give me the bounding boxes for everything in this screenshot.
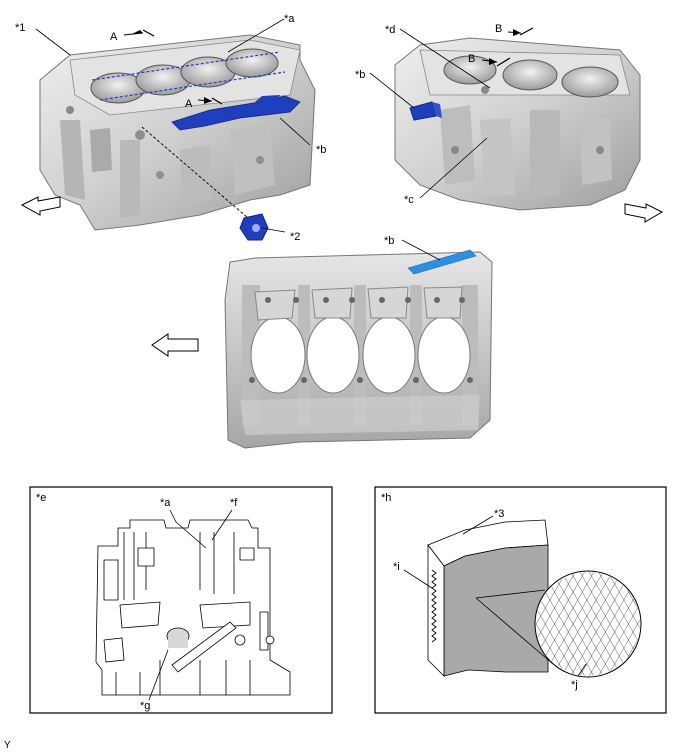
label-b-middle: *b bbox=[384, 235, 394, 247]
label-section-a-2: A bbox=[185, 98, 193, 110]
label-b-left: *b bbox=[316, 144, 326, 156]
label-i: *i bbox=[393, 561, 400, 573]
label-section-a-1: A bbox=[110, 31, 118, 43]
label-g: *g bbox=[140, 700, 150, 712]
front-arrow-icon bbox=[151, 333, 199, 357]
label-c: *c bbox=[404, 194, 414, 206]
label-a-top: *a bbox=[284, 13, 295, 25]
detail-box-h bbox=[374, 486, 667, 714]
detail-box-e bbox=[29, 486, 333, 714]
label-f: *f bbox=[230, 497, 238, 509]
label-b-right: *b bbox=[355, 69, 365, 81]
front-arrow-icon bbox=[20, 196, 61, 216]
label-part-2: *2 bbox=[290, 231, 300, 243]
label-h: *h bbox=[381, 492, 391, 504]
front-arrow-icon bbox=[624, 203, 664, 223]
section-a-markers bbox=[123, 29, 223, 105]
label-e: *e bbox=[36, 492, 46, 504]
crosshatch-pattern bbox=[536, 572, 640, 676]
drain-plug-part bbox=[239, 213, 269, 241]
assembly-dash-line bbox=[141, 126, 249, 219]
label-part-3: *3 bbox=[494, 508, 504, 520]
engine-block-bottom-view bbox=[224, 249, 493, 449]
label-section-b-1: B bbox=[495, 23, 502, 35]
label-d: *d bbox=[385, 24, 395, 36]
section-b-markers bbox=[481, 27, 534, 67]
leader-lines-top bbox=[35, 18, 491, 261]
label-section-b-2: B bbox=[468, 53, 475, 65]
label-a-detail: *a bbox=[160, 497, 171, 509]
label-j: *j bbox=[571, 679, 578, 691]
illustration-code: Y bbox=[4, 740, 11, 751]
engine-block-front-left-view bbox=[39, 34, 316, 231]
engine-block-rear-right-view bbox=[394, 37, 641, 211]
label-part-1: *1 bbox=[15, 22, 25, 34]
